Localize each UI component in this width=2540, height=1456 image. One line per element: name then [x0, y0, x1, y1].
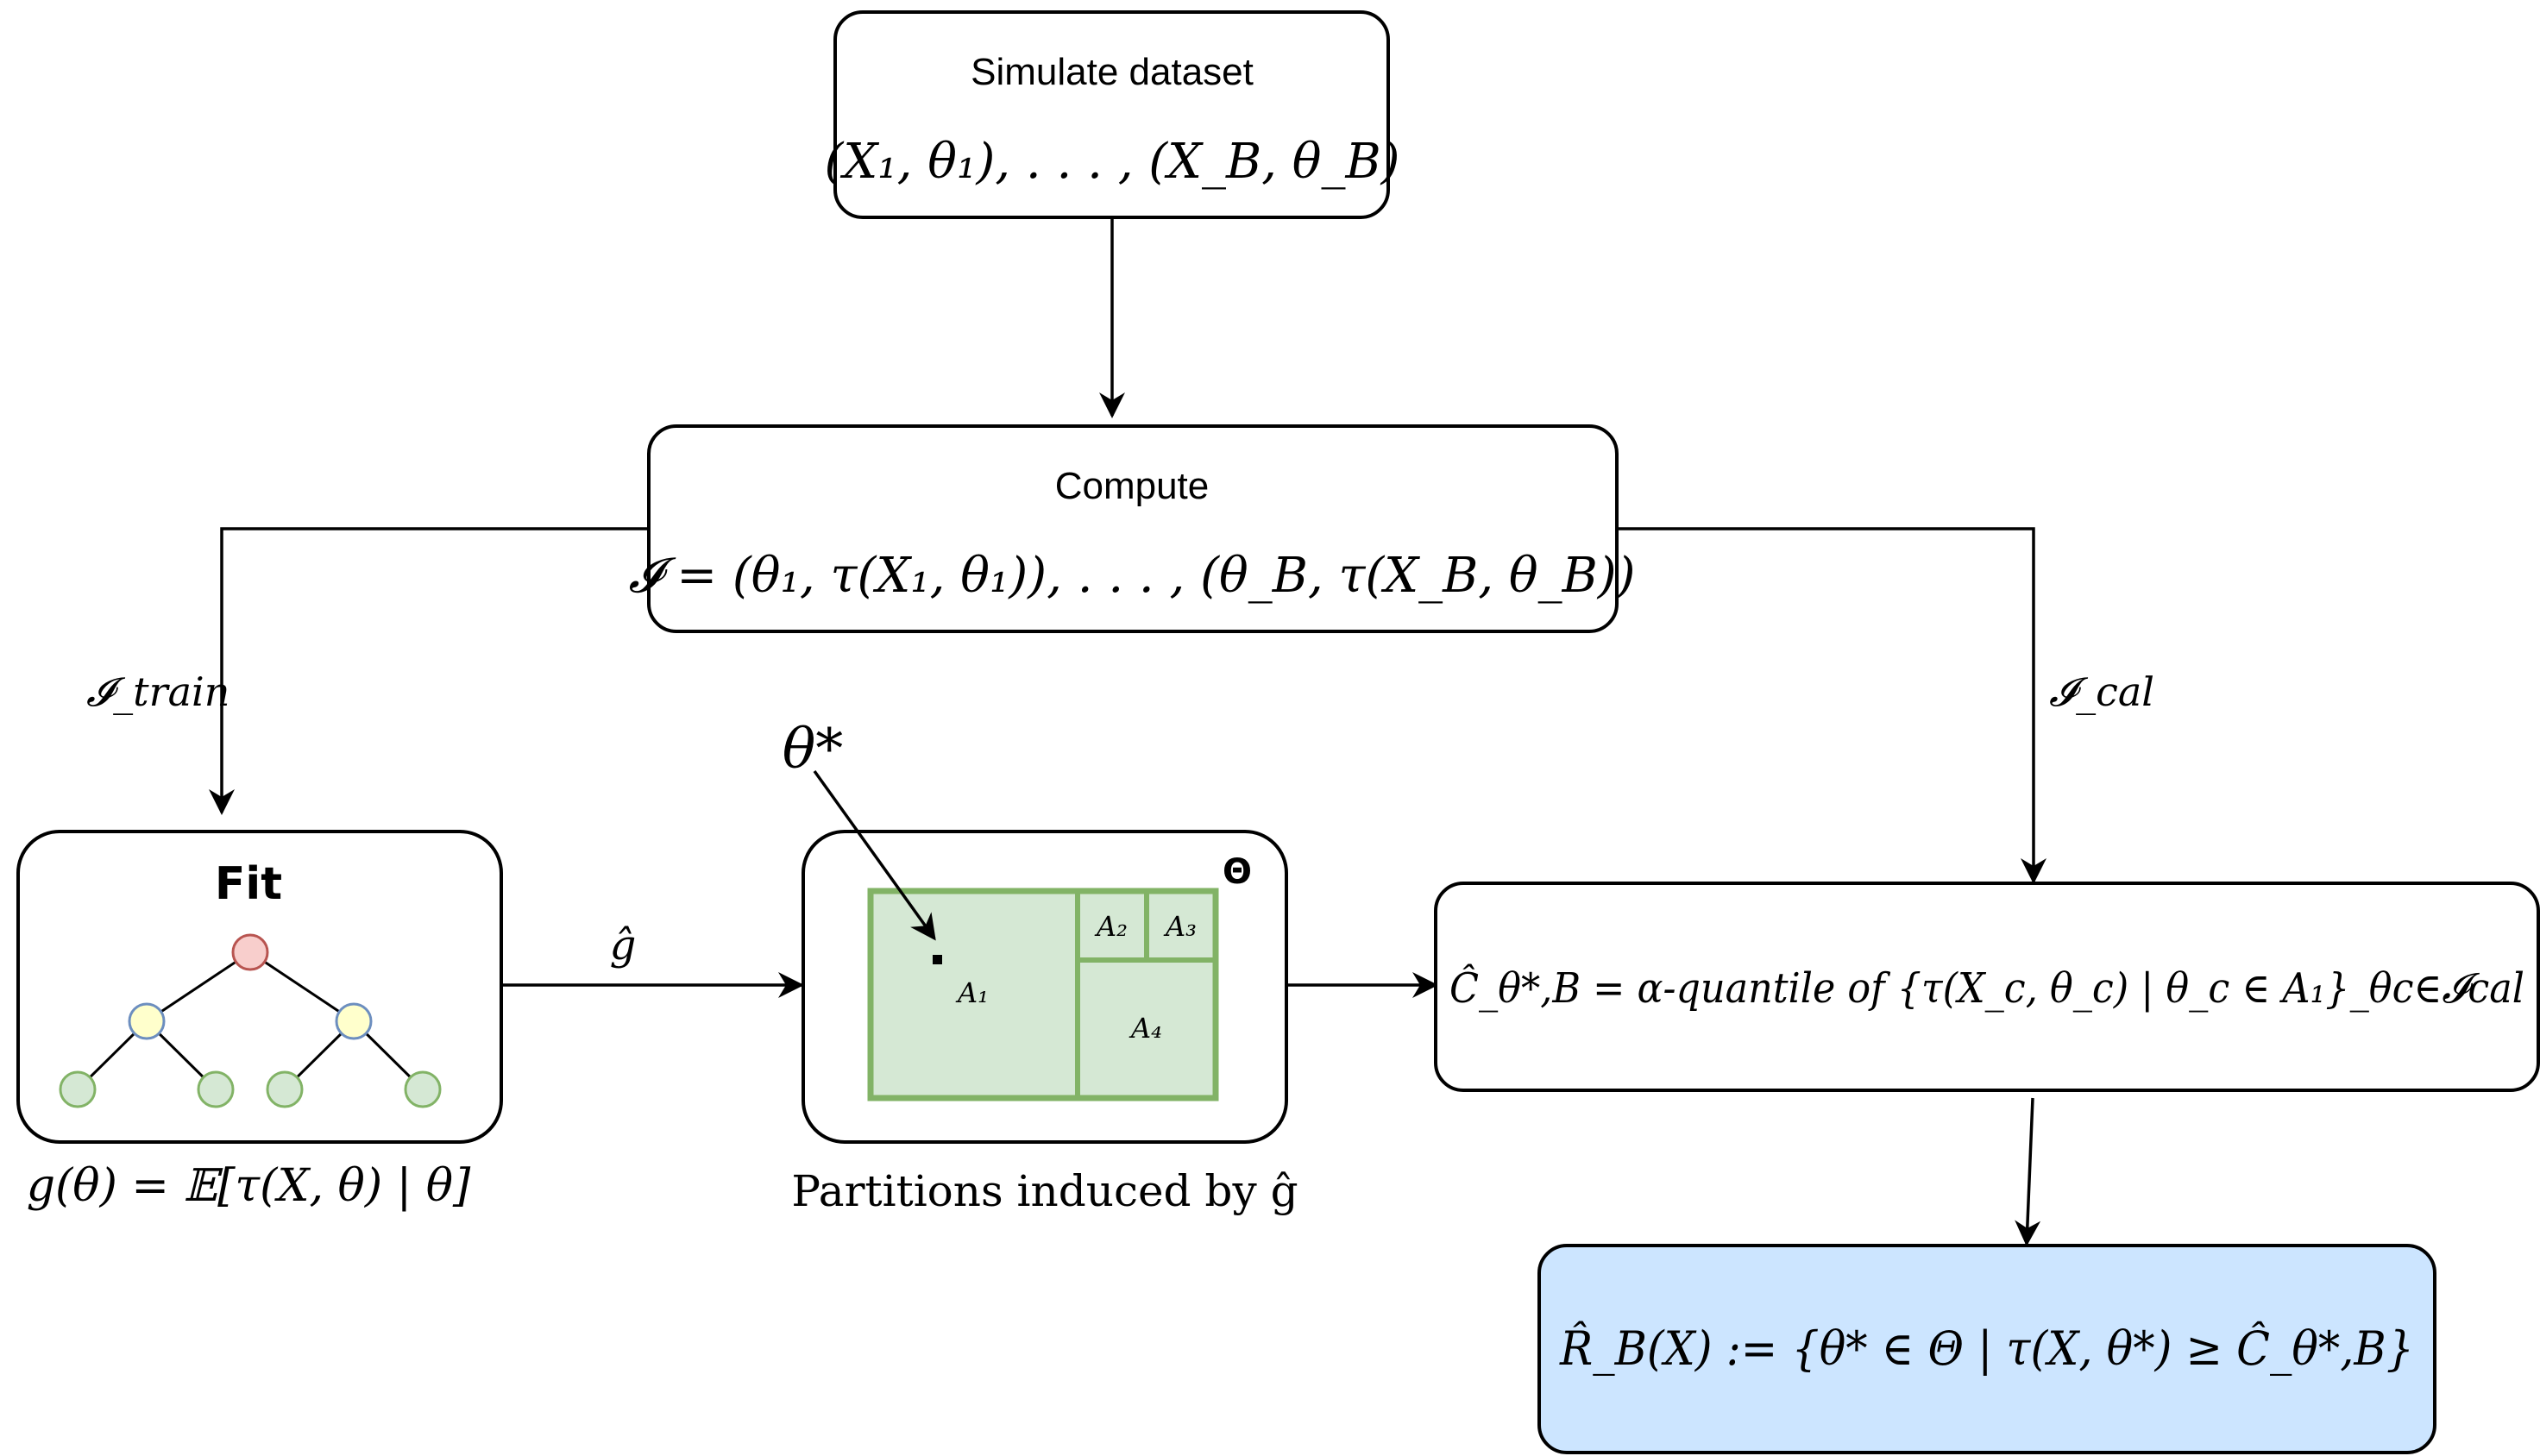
compute-formula: 𝓘 = (θ₁, τ(X₁, θ₁)), . . . , (θ_B, τ(X_B… — [629, 548, 1636, 604]
tree-leaf-node — [404, 1070, 442, 1108]
tree-leaf-node — [266, 1070, 304, 1108]
edge-label-ghat: ĝ — [610, 921, 637, 970]
edge-compute-to-quantile — [1617, 527, 2046, 884]
compute-box — [647, 424, 1619, 633]
fit-caption: g(θ) = 𝔼[τ(X, θ) | θ] — [27, 1160, 471, 1212]
edges — [209, 217, 2046, 1246]
simulate-node: Simulate dataset (X₁, θ₁), . . . , (X_B,… — [825, 10, 1400, 219]
region-box — [1537, 1244, 2436, 1454]
compute-title: Compute — [1055, 465, 1210, 507]
partition-caption: Partitions induced by ĝ — [791, 1166, 1298, 1216]
tree-root-node — [231, 933, 269, 971]
compute-node: Compute 𝓘 = (θ₁, τ(X₁, θ₁)), . . . , (θ_… — [629, 424, 1636, 633]
fit-node: Fit g(θ) = 𝔼[τ(X, θ) | θ] — [16, 830, 503, 1212]
region-formula: R̂_B(X) := {θ* ∈ Θ | τ(X, θ*) ≥ Ĉ_θ*,B} — [1559, 1321, 2414, 1376]
region-label-a1: A₁ — [955, 976, 989, 1009]
edge-quantile-to-region — [2015, 1097, 2041, 1246]
quantile-box — [1434, 882, 2540, 1092]
quantile-formula: Ĉ_θ*,B = α-quantile of {τ(X_c, θ_c) | θ_… — [1449, 963, 2524, 1013]
simulate-formula: (X₁, θ₁), . . . , (X_B, θ_B) — [825, 134, 1400, 190]
tree-leaf-node — [197, 1070, 235, 1108]
quantile-node: Ĉ_θ*,B = α-quantile of {τ(X_c, θ_c) | θ_… — [1434, 882, 2540, 1092]
edge-compute-to-fit — [209, 527, 649, 815]
partition-node: Θ A₁ A₂ A₃ A₄ θ* Partitions induced by ĝ — [783, 718, 1298, 1216]
theta-star-label: θ* — [783, 718, 844, 781]
fit-box — [16, 830, 503, 1144]
theta-space-symbol: Θ — [1223, 852, 1252, 892]
tree-inner-node — [335, 1002, 373, 1040]
region-node: R̂_B(X) := {θ* ∈ Θ | τ(X, θ*) ≥ Ĉ_θ*,B} — [1537, 1244, 2436, 1454]
region-label-a3: A₃ — [1163, 910, 1197, 943]
tree-inner-node — [128, 1002, 166, 1040]
simulate-box — [833, 10, 1390, 219]
theta-star-point — [933, 955, 942, 964]
fit-title: Fit — [215, 858, 282, 910]
edge-label-cal: 𝓘_cal — [2049, 668, 2154, 715]
region-label-a2: A₂ — [1094, 910, 1128, 943]
edge-label-train: 𝓘_train — [86, 668, 229, 715]
region-label-a4: A₄ — [1129, 1012, 1162, 1045]
simulate-title: Simulate dataset — [971, 51, 1254, 93]
theta-star-pointer — [813, 769, 936, 941]
tree-leaf-node — [59, 1070, 97, 1108]
regression-tree-icon — [59, 933, 442, 1108]
